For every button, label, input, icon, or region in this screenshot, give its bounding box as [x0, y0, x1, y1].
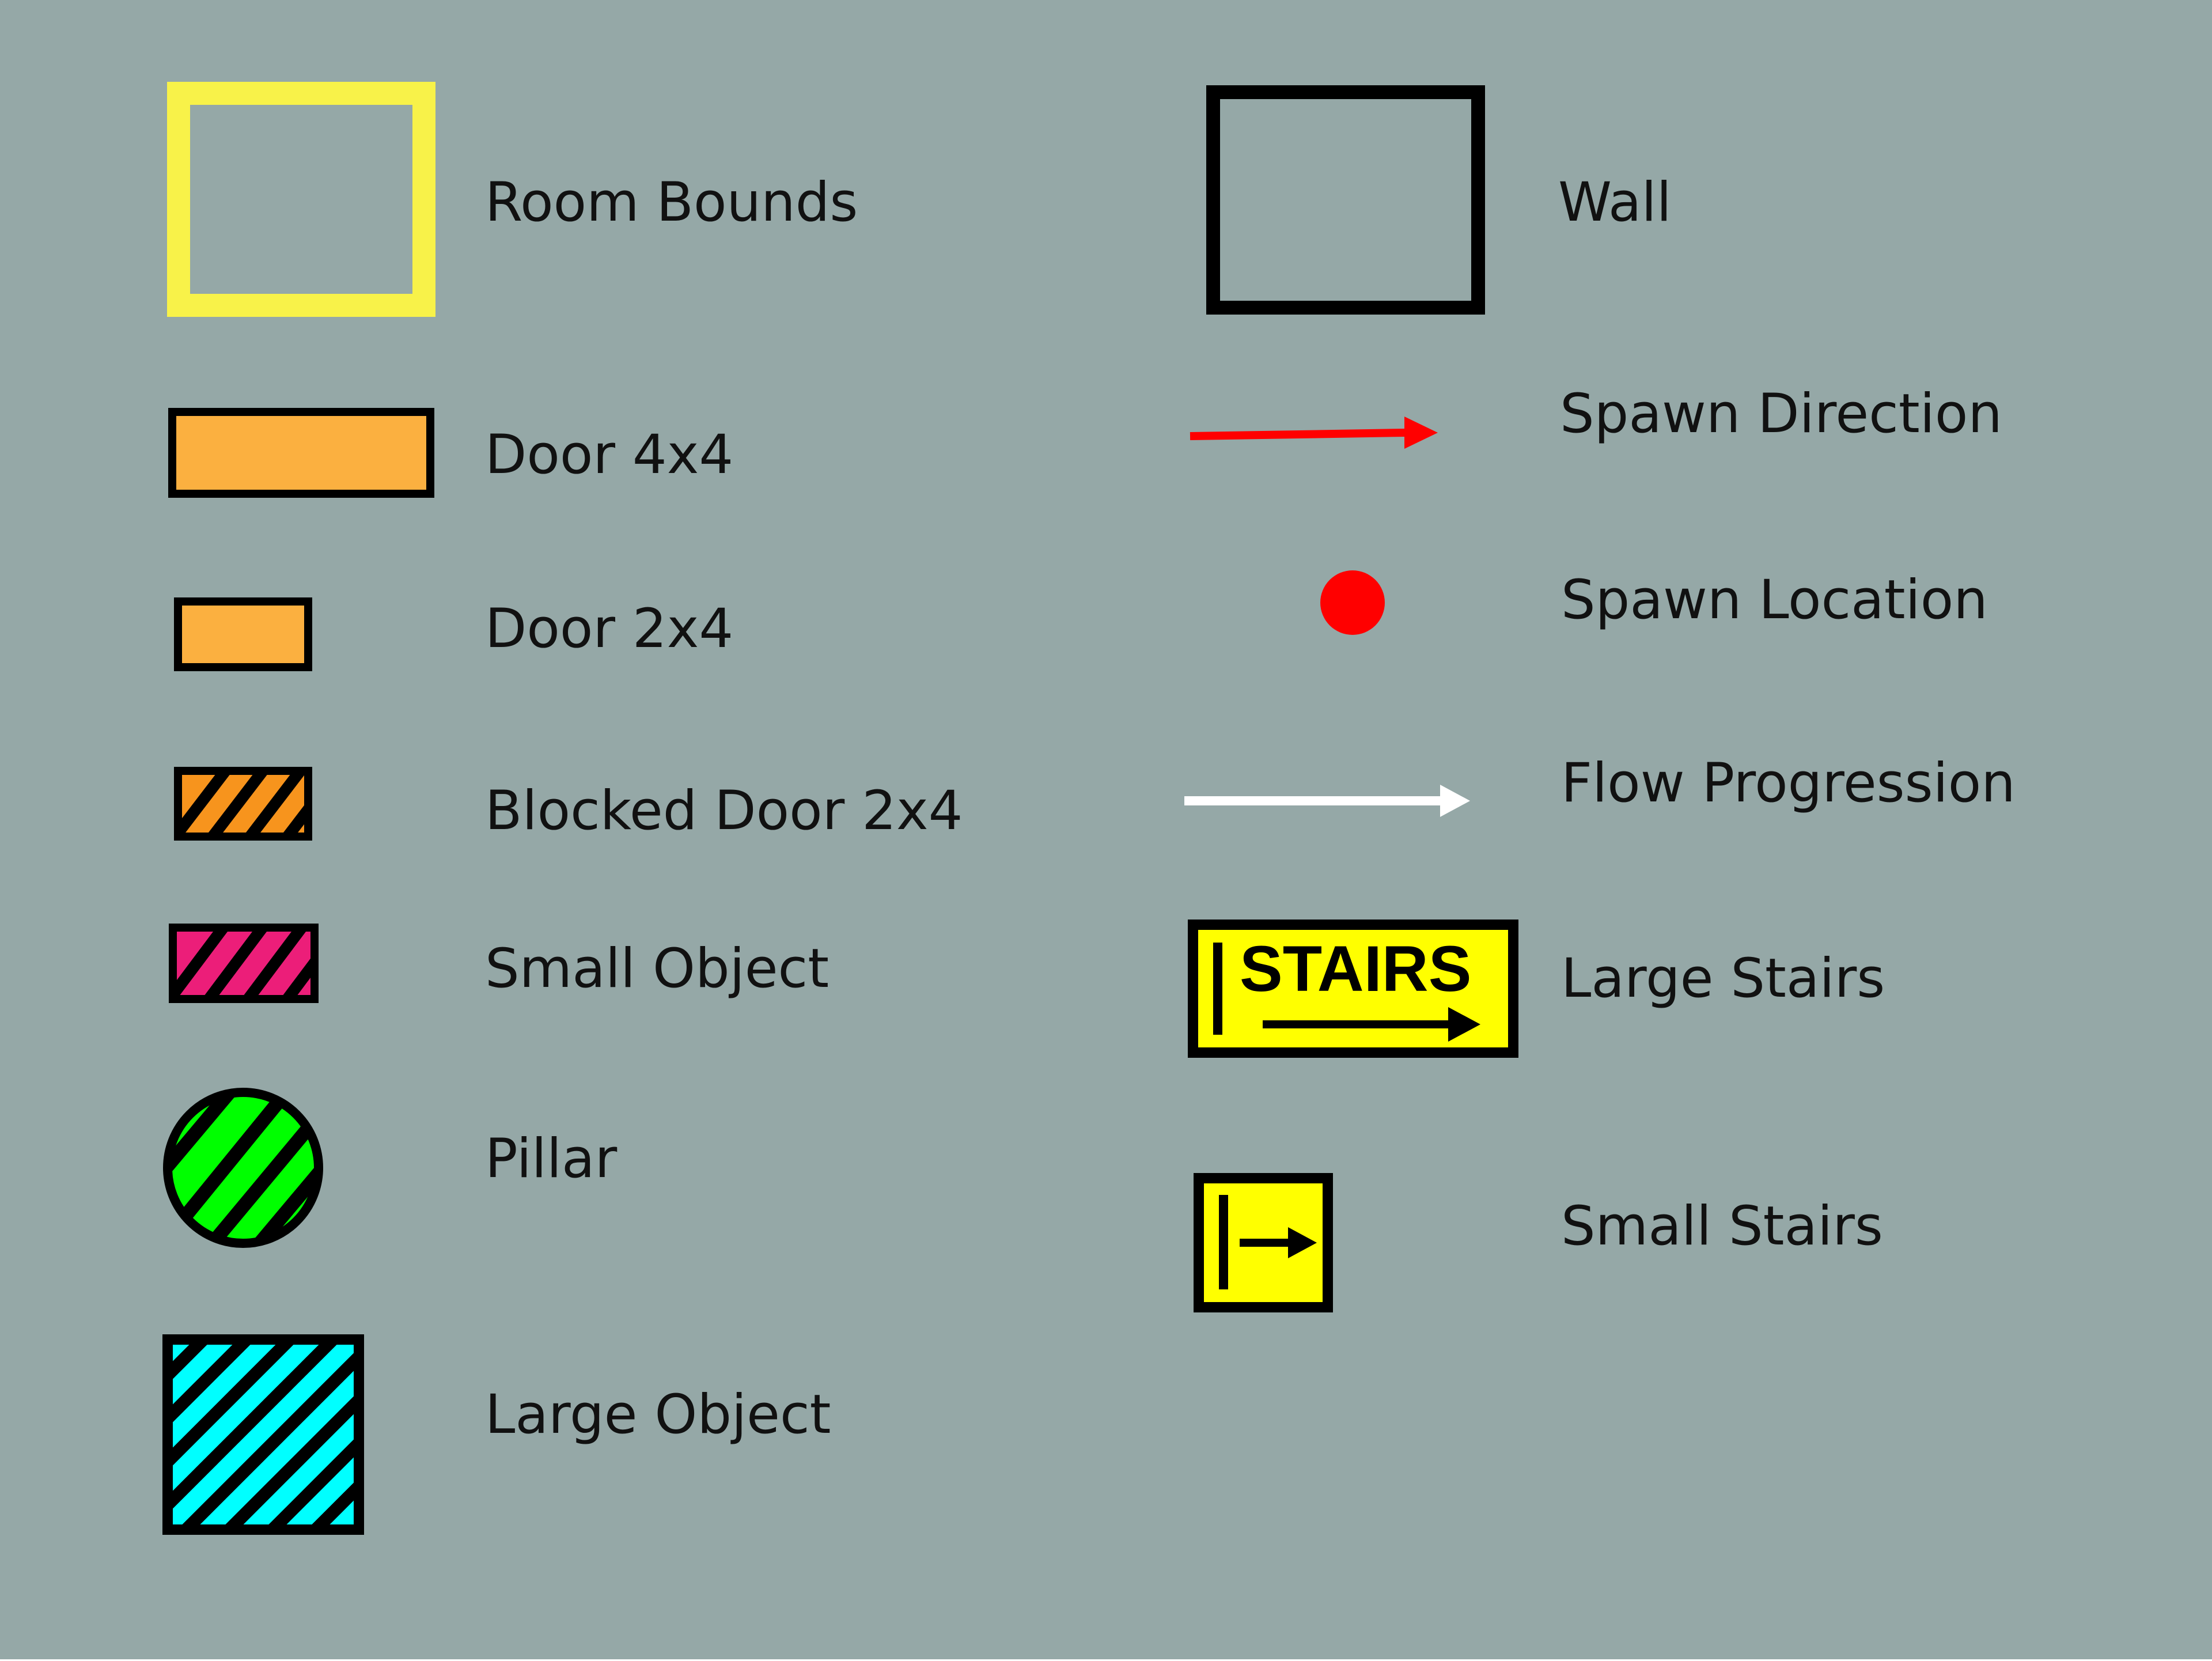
spawn-location-icon	[1320, 570, 1385, 635]
pillar-label: Pillar	[485, 1127, 618, 1190]
large-object-icon	[162, 1334, 364, 1535]
large-object-label: Large Object	[485, 1383, 831, 1446]
small-stairs-icon	[1194, 1173, 1333, 1312]
door-2x4-label: Door 2x4	[485, 597, 734, 660]
large-stairs-icon: STAIRS	[1188, 920, 1518, 1058]
pillar-icon	[163, 1088, 323, 1248]
spawn-direction-icon	[1190, 417, 1438, 449]
blocked-door-2x4-label: Blocked Door 2x4	[485, 780, 963, 842]
door-4x4-label: Door 4x4	[485, 423, 734, 486]
spawn-location-label: Spawn Location	[1561, 569, 1988, 631]
blocked-door-2x4-icon	[174, 767, 312, 841]
small-stairs-label: Small Stairs	[1561, 1195, 1883, 1258]
room-bounds-icon	[167, 82, 435, 317]
room-bounds-label: Room Bounds	[485, 171, 858, 234]
flow-progression-label: Flow Progression	[1561, 752, 2016, 815]
wall-label: Wall	[1558, 171, 1672, 234]
door-4x4-icon	[168, 408, 434, 498]
wall-icon	[1206, 85, 1485, 315]
small-object-label: Small Object	[485, 937, 830, 1000]
stairs-sign-text: STAIRS	[1240, 933, 1471, 1005]
door-2x4-icon	[174, 597, 312, 671]
small-object-icon	[169, 924, 319, 1003]
flow-progression-icon	[1184, 785, 1470, 817]
large-stairs-label: Large Stairs	[1561, 947, 1885, 1010]
spawn-direction-label: Spawn Direction	[1560, 383, 2002, 445]
